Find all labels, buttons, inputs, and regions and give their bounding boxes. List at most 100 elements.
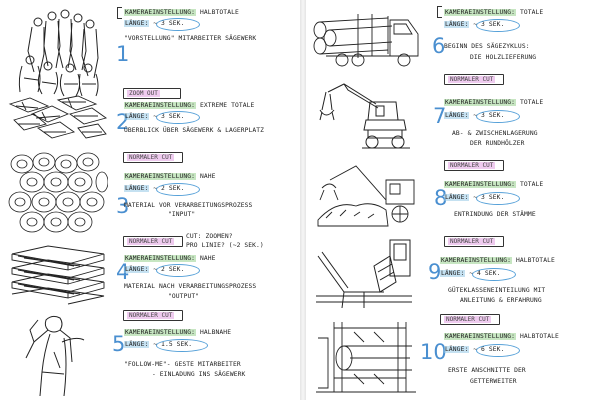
length-label: LÄNGE: — [444, 21, 470, 28]
camera-value: HALBTOTALE — [519, 333, 559, 340]
scene-description: GETTERWEITER — [470, 378, 517, 385]
transition-label: NORMALER CUT — [127, 312, 175, 319]
length-label: LÄNGE: — [124, 20, 150, 27]
scene-description: DER RUNDHÖLZER — [470, 140, 525, 147]
sketch-log-truck — [312, 10, 424, 70]
scene-description: ÜBERBLICK ÜBER SÄGEWERK & LAGERPLATZ — [124, 127, 265, 134]
transition-label: NORMALER CUT — [444, 316, 492, 323]
scene-description: DIE HOLZLIEFERUNG — [470, 54, 537, 61]
length-label: LÄNGE: — [444, 112, 470, 119]
camera-label: KAMERAEINSTELLUNG: — [444, 99, 517, 106]
scene-description: AB- & ZWISCHENLAGERUNG — [452, 130, 538, 137]
transition-box: NORMALER CUT — [444, 74, 504, 85]
transition-box: NORMALER CUT — [123, 236, 183, 247]
transition-label: NORMALER CUT — [127, 154, 175, 161]
transition-box: NORMALER CUT — [444, 160, 504, 171]
scene-description: "INPUT" — [168, 211, 196, 218]
page-gutter — [300, 0, 306, 400]
camera-value: NAHE — [199, 255, 216, 262]
length-circle — [156, 18, 200, 31]
camera-value: HALBTOTALE — [199, 9, 239, 16]
bracket-mark — [437, 6, 442, 18]
length-label: LÄNGE: — [124, 113, 150, 120]
camera-value: TOTALE — [519, 9, 544, 16]
scene-description: MATERIAL NACH VERARBEITUNGSPROZESS — [124, 283, 257, 290]
length-label: LÄNGE: — [444, 346, 470, 353]
sketch-log-ends — [8, 152, 108, 234]
transition-label: NORMALER CUT — [448, 76, 496, 83]
sketch-workers — [8, 6, 108, 98]
camera-value: HALBTOTALE — [515, 257, 555, 264]
scene-number: 9 — [428, 260, 442, 284]
camera-setting: KAMERAEINSTELLUNG: HALBTOTALE — [440, 257, 555, 264]
camera-setting: KAMERAEINSTELLUNG: TOTALE — [444, 9, 544, 16]
camera-setting: KAMERAEINSTELLUNG: TOTALE — [444, 99, 543, 106]
scene-number: 3 — [116, 194, 130, 218]
sketch-worker-gesture — [20, 312, 94, 398]
scene-description: "FOLLOW-ME"- GESTE MITARBEITER — [124, 361, 241, 368]
camera-setting: KAMERAEINSTELLUNG: TOTALE — [444, 181, 544, 188]
scene-description: BEGINN DES SÄGEZYKLUS: — [444, 43, 530, 50]
camera-value: NAHE — [199, 173, 216, 180]
length-circle — [472, 268, 516, 281]
scene-description: "OUTPUT" — [168, 293, 200, 300]
camera-setting: KAMERAEINSTELLUNG: EXTREME TOTALE — [124, 102, 255, 109]
sketch-aerial-sawmill — [8, 94, 108, 140]
camera-value: EXTREME TOTALE — [199, 102, 255, 109]
camera-value: TOTALE — [519, 181, 544, 188]
camera-label: KAMERAEINSTELLUNG: — [124, 329, 197, 336]
transition-label: NORMALER CUT — [127, 238, 175, 245]
length-label: LÄNGE: — [124, 266, 150, 273]
length-circle — [476, 192, 520, 205]
length-label: LÄNGE: — [440, 270, 466, 277]
camera-label: KAMERAEINSTELLUNG: — [124, 255, 197, 262]
transition-label: ZOOM OUT — [127, 90, 160, 97]
transition-box: NORMALER CUT — [123, 152, 183, 163]
bracket-mark — [117, 7, 122, 19]
camera-value: HALBNAHE — [199, 329, 232, 336]
scene-number: 6 — [432, 34, 446, 58]
length-circle — [156, 111, 200, 124]
camera-setting: KAMERAEINSTELLUNG: HALBNAHE — [124, 329, 232, 336]
length-label: LÄNGE: — [124, 341, 150, 348]
camera-label: KAMERAEINSTELLUNG: — [124, 9, 197, 16]
scene-number: 5 — [112, 332, 126, 356]
length-circle — [476, 344, 520, 357]
camera-label: KAMERAEINSTELLUNG: — [444, 333, 517, 340]
camera-label: KAMERAEINSTELLUNG: — [444, 9, 517, 16]
transition-box: NORMALER CUT — [123, 310, 183, 321]
scene-description: ERSTE ANSCHNITTE DER — [448, 367, 526, 374]
camera-setting: KAMERAEINSTELLUNG: NAHE — [124, 255, 216, 262]
length-circle — [156, 339, 208, 352]
scene-number: 7 — [433, 104, 447, 128]
length-label: LÄNGE: — [124, 185, 150, 192]
cut-note: CUT: ZOOMEN? — [186, 233, 233, 240]
camera-label: KAMERAEINSTELLUNG: — [440, 257, 513, 264]
camera-label: KAMERAEINSTELLUNG: — [124, 173, 197, 180]
sketch-excavator — [318, 80, 418, 154]
camera-setting: KAMERAEINSTELLUNG: HALBTOTALE — [444, 333, 559, 340]
scene-description: GÜTEKLASSENEINTEILUNG MIT — [448, 287, 546, 294]
camera-setting: KAMERAEINSTELLUNG: HALBTOTALE — [124, 9, 239, 16]
transition-label: NORMALER CUT — [448, 162, 496, 169]
sketch-control-cabin — [314, 236, 414, 312]
cut-note: PRO LINIE? (~2 SEK.) — [186, 242, 264, 249]
length-circle — [476, 110, 520, 123]
scene-description: MATERIAL VOR VERARBEITUNGSPROZESS — [124, 202, 253, 209]
scene-description: "VORSTELLUNG" MITARBEITER SÄGEWERK — [124, 35, 257, 42]
camera-label: KAMERAEINSTELLUNG: — [444, 181, 517, 188]
transition-box: NORMALER CUT — [444, 236, 504, 247]
camera-setting: KAMERAEINSTELLUNG: NAHE — [124, 173, 216, 180]
length-circle — [476, 19, 520, 32]
scene-number: 1 — [116, 42, 130, 66]
scene-number: 8 — [434, 186, 448, 210]
scene-number: 10 — [420, 340, 447, 364]
scene-description: ANLEITUNG & ERFAHRUNG — [460, 297, 542, 304]
sketch-stacked-boards — [8, 244, 108, 308]
camera-label: KAMERAEINSTELLUNG: — [124, 102, 197, 109]
transition-box: NORMALER CUT — [440, 314, 500, 325]
sketch-sawing-line — [314, 318, 418, 396]
scene-description: - EINLADUNG INS SÄGEWERK — [152, 371, 246, 378]
length-label: LÄNGE: — [444, 194, 470, 201]
